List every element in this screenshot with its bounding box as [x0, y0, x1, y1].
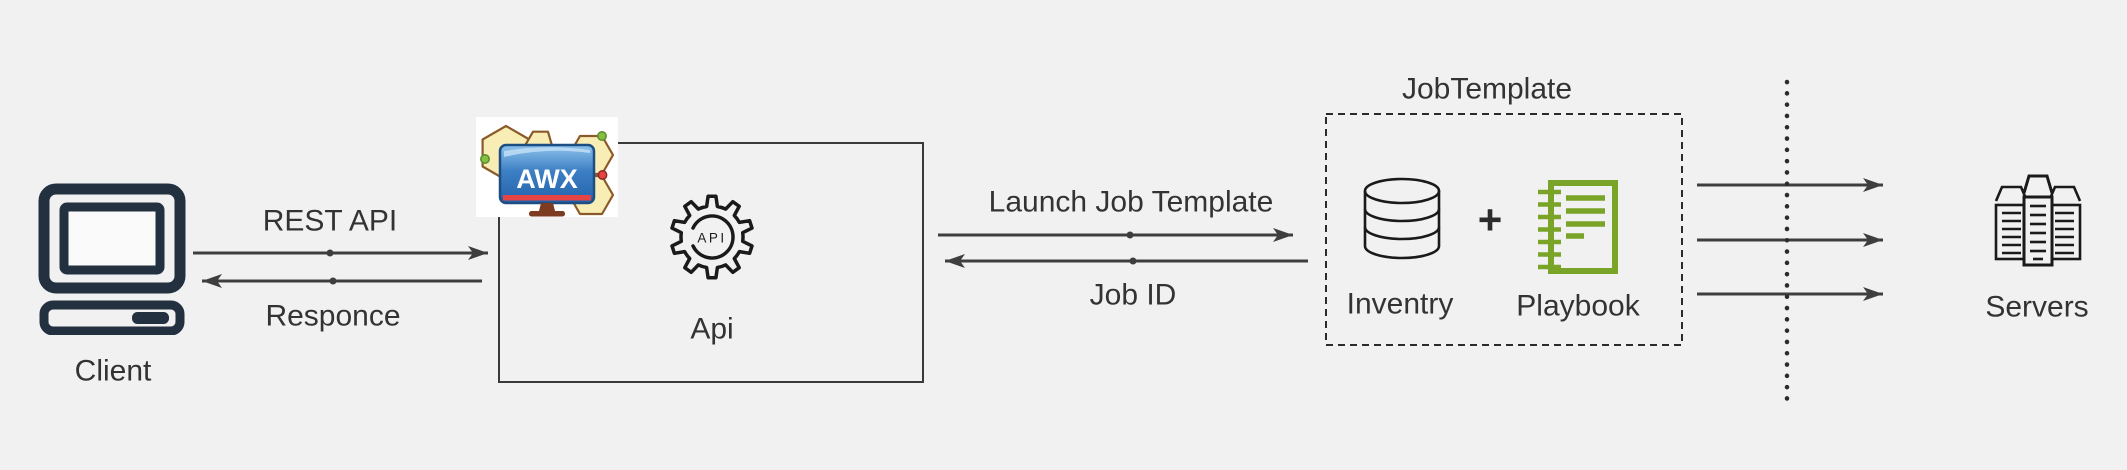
inventory-database-icon — [1363, 177, 1441, 260]
client-label: Client — [74, 354, 152, 388]
servers-icon — [1994, 174, 2082, 267]
api-box — [498, 142, 924, 383]
jobtemplate-box — [1325, 113, 1683, 346]
edge-launch-label: Launch Job Template — [988, 185, 1274, 219]
gear-api-text: API — [697, 231, 726, 246]
inventory-label: Inventry — [1346, 287, 1454, 321]
client-computer-icon — [38, 183, 186, 335]
awx-stand-base — [529, 211, 565, 217]
edge-rest-api-waypoint — [326, 249, 334, 257]
edge-responce-label: Responce — [265, 299, 401, 333]
playbook-icon — [1538, 180, 1618, 274]
awx-green-dot-left — [480, 154, 490, 164]
edge-jobid-waypoint — [1129, 257, 1137, 265]
edge-responce-waypoint — [329, 277, 337, 285]
gear-api-icon: API — [670, 194, 754, 280]
awx-stand-neck — [539, 203, 555, 211]
edge-launch-waypoint — [1126, 231, 1134, 239]
gear-arc — [691, 214, 735, 260]
awx-badge-text: AWX — [516, 164, 578, 194]
gear-path — [670, 194, 754, 280]
edge-rest-api-label: REST API — [262, 204, 398, 238]
edge-jobid-label: Job ID — [1089, 278, 1177, 312]
servers-label: Servers — [1985, 290, 2089, 324]
playbook-label: Playbook — [1516, 289, 1640, 323]
jobtemplate-title: JobTemplate — [1401, 72, 1573, 106]
api-label: Api — [690, 312, 734, 346]
plus-sign: + — [1477, 195, 1503, 243]
awx-red-dot — [597, 170, 608, 180]
awx-green-dot-right — [597, 131, 607, 141]
awx-logo: AWX — [476, 117, 618, 217]
